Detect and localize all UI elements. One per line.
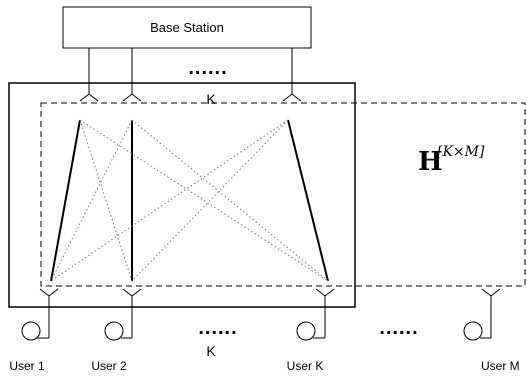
user-k-label: User K [287, 359, 324, 373]
channel-link-k-k [287, 119, 329, 282]
user-m: User M [463, 288, 520, 373]
channel-link-k-2 [131, 119, 289, 282]
bs-feed-lines [88, 48, 293, 88]
bs-antenna-1 [79, 88, 99, 102]
user-2-terminal [104, 321, 124, 341]
channel-link-2-1 [50, 119, 133, 282]
channel-matrix-dimension: [K×M] [437, 144, 485, 160]
user-2: User 2 [91, 288, 142, 373]
channel-link-k-1 [50, 119, 289, 282]
bs-antenna-k [282, 88, 302, 102]
base-station-label: Base Station [150, 20, 224, 35]
user-1-terminal [21, 321, 41, 341]
user-2-label: User 2 [91, 359, 127, 373]
channel-link-1-2 [79, 119, 133, 282]
channel-link-1-1 [50, 119, 81, 282]
channel-matrix-symbol: H [418, 147, 443, 177]
system-frame [8, 82, 356, 308]
base-station-box [62, 6, 312, 49]
user-k: User K [287, 288, 335, 373]
channel-links-weak [50, 119, 329, 282]
bs-antennas: ...... K [79, 57, 302, 107]
channel-matrix-frame [40, 102, 526, 287]
user-k-terminal [296, 321, 316, 341]
channel-links-strong [50, 119, 329, 282]
user-ellipsis-m: ...... [379, 317, 418, 339]
bs-antenna-2 [122, 88, 142, 102]
user-1-label: User 1 [9, 359, 45, 373]
user-1: User 1 [9, 288, 59, 373]
channel-link-1-k [79, 119, 329, 282]
channel-link-2-k [131, 119, 329, 282]
channel-matrix-label: H [K×M] [418, 144, 485, 177]
base-station: Base Station [62, 6, 312, 49]
user-count-k: K [206, 343, 216, 359]
user-m-label: User M [481, 359, 520, 373]
bs-antenna-count: K [206, 91, 216, 107]
user-ellipsis-k: ...... [198, 317, 237, 339]
user-m-terminal [463, 321, 483, 341]
bs-antenna-ellipsis: ...... [188, 57, 227, 79]
